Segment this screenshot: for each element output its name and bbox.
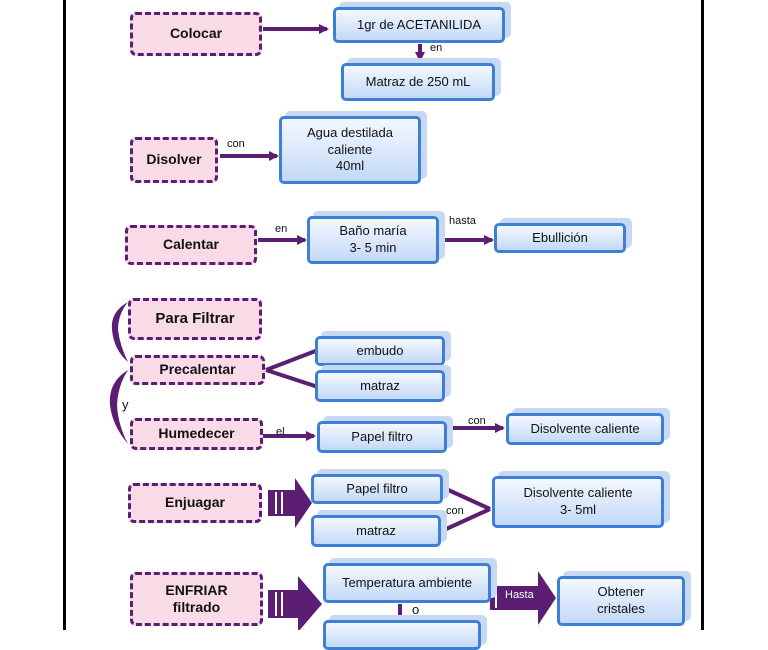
label-con-1: con bbox=[227, 138, 245, 150]
box-matraz-250-label: Matraz de 250 mL bbox=[365, 73, 471, 89]
step-enjuagar-label: Enjuagar bbox=[165, 494, 225, 511]
step-enjuagar: Enjuagar bbox=[128, 483, 262, 523]
step-humedecer: Humedecer bbox=[130, 418, 263, 450]
box-disolvente-caliente: Disolvente caliente bbox=[506, 413, 664, 445]
box-agua-line3: 40ml bbox=[335, 158, 365, 174]
box-disolvente-caliente-label: Disolvente caliente bbox=[530, 420, 640, 436]
box-partial-bottom bbox=[323, 620, 481, 650]
box-matraz: matraz bbox=[315, 370, 445, 402]
box-embudo: embudo bbox=[315, 336, 445, 366]
box-obtener-line1: Obtener bbox=[597, 584, 645, 600]
step-colocar: Colocar bbox=[130, 12, 262, 56]
label-hasta-2: Hasta bbox=[505, 589, 534, 601]
box-agua-line1: Agua destilada bbox=[306, 124, 393, 140]
block-arrow-enfriar bbox=[268, 576, 322, 630]
box-acetanilida: 1gr de ACETANILIDA bbox=[333, 7, 505, 43]
step-calentar-label: Calentar bbox=[162, 236, 220, 253]
brace-precalentar bbox=[109, 370, 128, 444]
step-enfriar-line2: filtrado bbox=[172, 599, 221, 615]
box-papel-filtro-2-label: Papel filtro bbox=[346, 480, 408, 496]
step-enfriar: ENFRIAR filtrado bbox=[130, 572, 263, 626]
label-con-2: con bbox=[468, 415, 486, 427]
branch-precalentar-matraz bbox=[265, 368, 319, 389]
box-bano-line2: 3- 5 min bbox=[349, 240, 397, 255]
box-temperatura-ambiente: Temperatura ambiente bbox=[323, 563, 491, 603]
block-arrow-hasta bbox=[490, 571, 556, 625]
box-bano-line1: Baño maría bbox=[339, 223, 407, 239]
page-border-right bbox=[701, 0, 704, 630]
label-en-2: en bbox=[275, 223, 288, 235]
box-matraz-250: Matraz de 250 mL bbox=[341, 63, 495, 101]
label-en-1: en bbox=[430, 42, 443, 54]
box-bano-maria: Baño maría 3- 5 min bbox=[307, 216, 439, 264]
label-y: y bbox=[122, 397, 129, 412]
step-humedecer-label: Humedecer bbox=[158, 425, 235, 442]
step-calentar: Calentar bbox=[125, 225, 257, 265]
branch-precalentar-embudo bbox=[265, 348, 319, 372]
box-matraz-label: matraz bbox=[360, 377, 400, 393]
label-el: el bbox=[276, 426, 285, 438]
step-para-filtrar: Para Filtrar bbox=[128, 298, 262, 340]
box-ebullicion-label: Ebullición bbox=[532, 229, 588, 245]
page-border-left bbox=[63, 0, 66, 630]
box-agua-destilada: Agua destilada caliente 40ml bbox=[279, 116, 421, 184]
box-disolvente-3-5ml: Disolvente caliente 3- 5ml bbox=[492, 476, 664, 528]
box-papel-filtro-label: Papel filtro bbox=[351, 428, 413, 444]
box-embudo-label: embudo bbox=[356, 342, 404, 358]
step-precalentar: Precalentar bbox=[130, 355, 265, 385]
step-enfriar-line1: ENFRIAR bbox=[165, 581, 228, 598]
box-agua-line2: caliente bbox=[327, 141, 373, 157]
box-papel-filtro: Papel filtro bbox=[317, 421, 447, 453]
brace-para-filtrar bbox=[111, 302, 128, 362]
step-para-filtrar-label: Para Filtrar bbox=[155, 309, 235, 327]
connector-layer bbox=[109, 24, 556, 630]
step-precalentar-label: Precalentar bbox=[159, 361, 236, 378]
box-matraz-2: matraz bbox=[311, 515, 441, 547]
box-obtener-cristales: Obtener cristales bbox=[557, 576, 685, 626]
step-colocar-label: Colocar bbox=[169, 25, 223, 42]
box-disolvente-line2: 3- 5ml bbox=[559, 502, 597, 517]
step-disolver-label: Disolver bbox=[146, 151, 202, 168]
box-papel-filtro-2: Papel filtro bbox=[311, 474, 443, 504]
box-ebullicion: Ebullición bbox=[494, 223, 626, 253]
box-obtener-line2: cristales bbox=[597, 601, 645, 616]
branch-matraz2-disolvente bbox=[443, 507, 491, 532]
label-con-3: con bbox=[446, 505, 464, 517]
box-temperatura-label: Temperatura ambiente bbox=[341, 574, 473, 590]
step-disolver: Disolver bbox=[130, 137, 218, 183]
branch-papel2-disolvente bbox=[443, 486, 491, 511]
box-matraz-2-label: matraz bbox=[356, 522, 396, 538]
block-arrow-enjuagar bbox=[268, 478, 312, 528]
box-acetanilida-label: 1gr de ACETANILIDA bbox=[356, 16, 482, 32]
label-o: o bbox=[412, 602, 420, 617]
label-hasta-1: hasta bbox=[449, 215, 476, 227]
box-disolvente-line1: Disolvente caliente bbox=[523, 485, 633, 501]
